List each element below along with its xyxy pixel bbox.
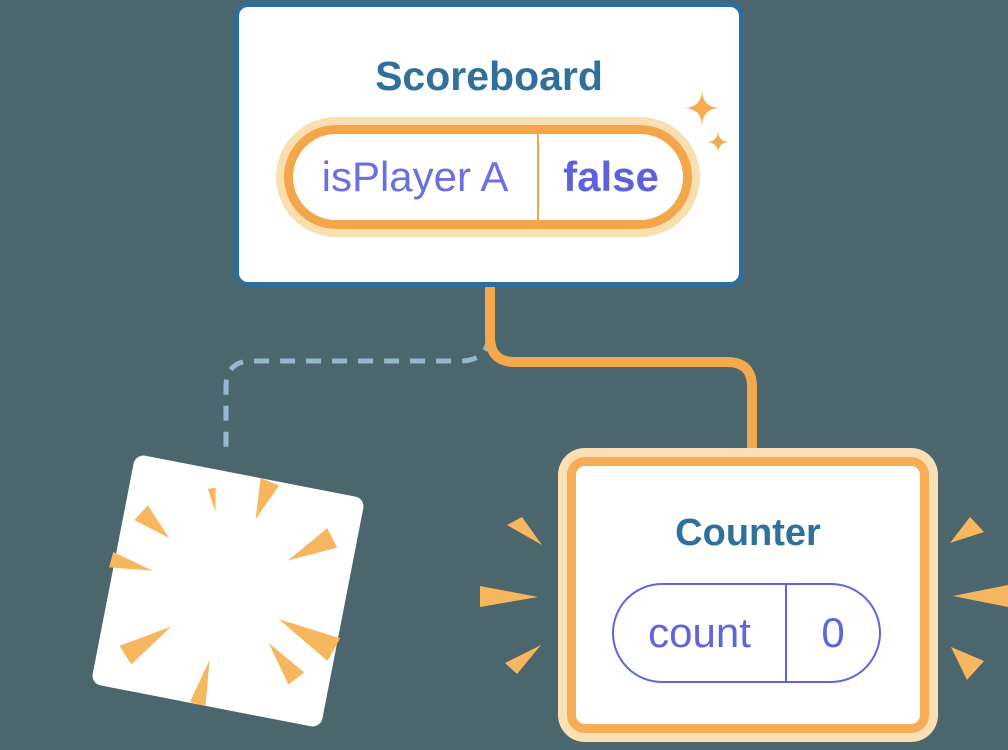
scoreboard-state-pill: isPlayer A false [284,125,692,229]
sparkle-icon [683,89,730,154]
state-value: false [563,153,659,200]
pill-divider [785,585,787,681]
state-name: isPlayer A [321,153,509,200]
state-name: count [648,609,751,656]
poof-rays [109,478,341,707]
attention-rays-right-icon [950,517,1008,680]
dashed-connector-line [223,335,492,457]
attention-rays-left-icon [480,517,542,674]
pill-divider [537,134,539,220]
solid-connector-line [485,283,757,460]
scoreboard-title: Scoreboard [375,53,603,99]
counter-state-pill: count 0 [612,583,881,683]
poof-square [92,455,364,727]
destroyed-component-burst-icon [92,455,364,727]
counter-title: Counter [675,512,821,554]
state-value: 0 [821,609,845,656]
